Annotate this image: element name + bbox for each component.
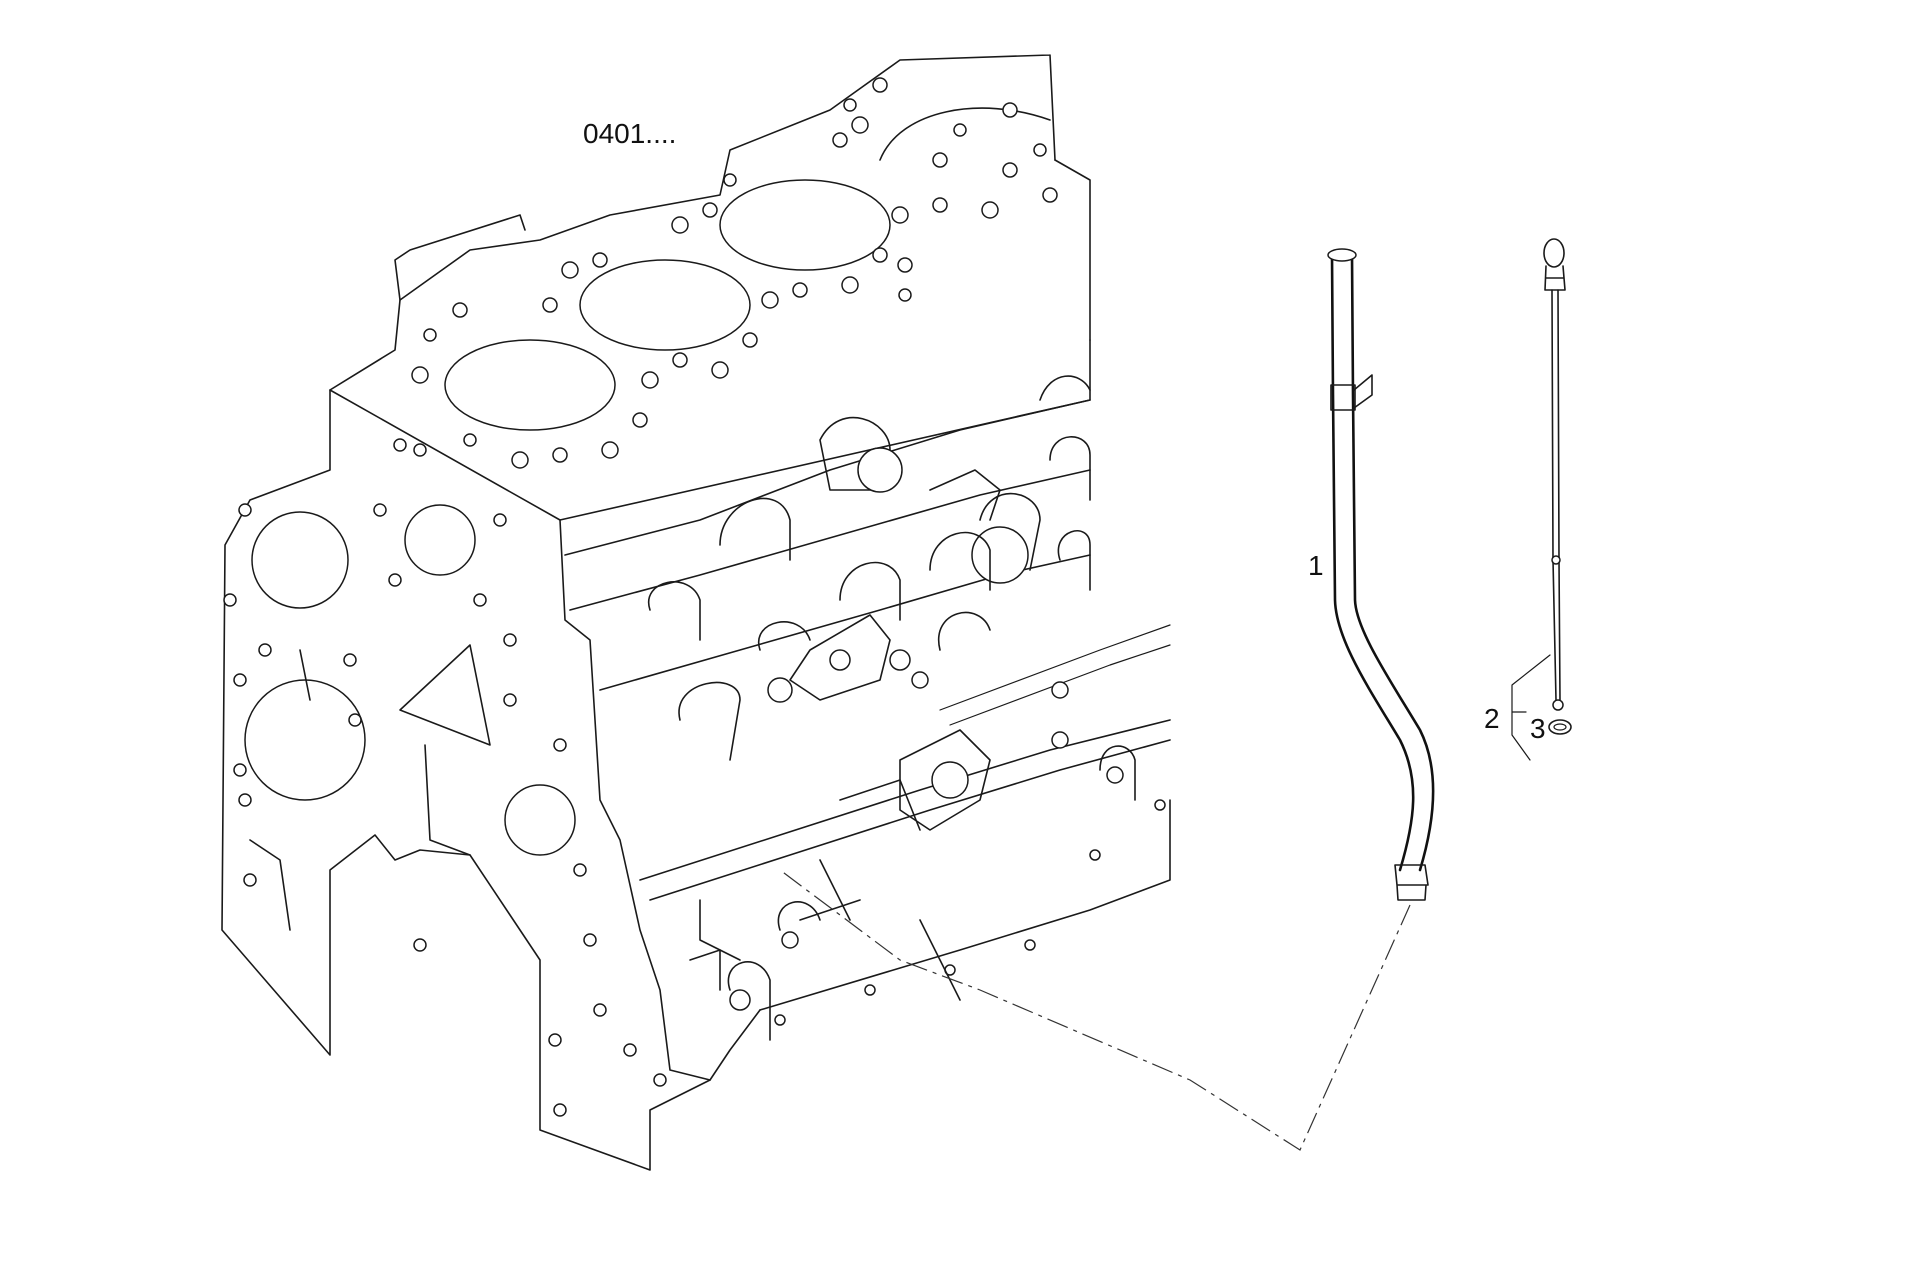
block-oil-gallery xyxy=(939,624,1171,726)
assembly-phantom-line xyxy=(779,869,1411,1151)
group-code-label: 0401.... xyxy=(583,118,676,149)
front-bore-lower-left xyxy=(244,679,366,801)
front-bore-upper-right xyxy=(404,504,476,576)
dipstick-tip xyxy=(1552,699,1564,711)
dipstick-seal-ring xyxy=(1548,719,1572,735)
tube-top-opening xyxy=(1327,248,1357,262)
block-top-deck xyxy=(329,54,1091,521)
tube-lower-fitting xyxy=(1394,864,1429,901)
block-top-rear xyxy=(394,159,1091,341)
cylinder-bore-2 xyxy=(579,259,751,351)
dipstick-seal-ring-inner xyxy=(1553,723,1567,731)
dipstick-rod xyxy=(1551,289,1561,701)
callout-bracket-2 xyxy=(1511,654,1551,761)
tube-outline-left xyxy=(1330,253,1415,872)
dipstick-guide-tube: 1 xyxy=(1308,248,1435,901)
callout-label-3: 3 xyxy=(1530,713,1546,744)
block-front-edge xyxy=(559,519,711,1081)
block-side-rib-5 xyxy=(649,739,1171,901)
cylinder-bore-3 xyxy=(719,179,891,271)
side-face-bosses xyxy=(647,375,1166,1041)
block-side-rib-4 xyxy=(639,719,1171,881)
dipstick-handle-ring xyxy=(1543,238,1565,268)
front-face-bolt-holes xyxy=(223,438,667,1117)
dipstick-handle-grip xyxy=(1544,265,1566,291)
callout-label-1: 1 xyxy=(1308,550,1324,581)
cylinder-bore-4-partial xyxy=(879,107,1051,161)
deck-bolt-holes xyxy=(411,77,1058,469)
tube-mounting-bracket xyxy=(1353,374,1373,409)
block-side-rib-1 xyxy=(564,399,1091,556)
front-bore-upper-left xyxy=(251,511,349,609)
block-front-face xyxy=(221,389,761,1171)
front-triangle-cutout xyxy=(399,644,491,746)
dipstick: 2 3 xyxy=(1484,238,1572,761)
engine-block xyxy=(221,54,1171,1171)
dipstick-mid-mark xyxy=(1551,555,1561,565)
front-web xyxy=(249,649,471,931)
callout-label-2: 2 xyxy=(1484,703,1500,734)
tube-outline-right xyxy=(1350,253,1435,872)
tube-upper-collar xyxy=(1330,384,1356,411)
cylinder-bore-1 xyxy=(444,339,616,431)
front-bore-lower-right xyxy=(504,784,576,856)
block-side-bottom xyxy=(759,799,1171,1011)
